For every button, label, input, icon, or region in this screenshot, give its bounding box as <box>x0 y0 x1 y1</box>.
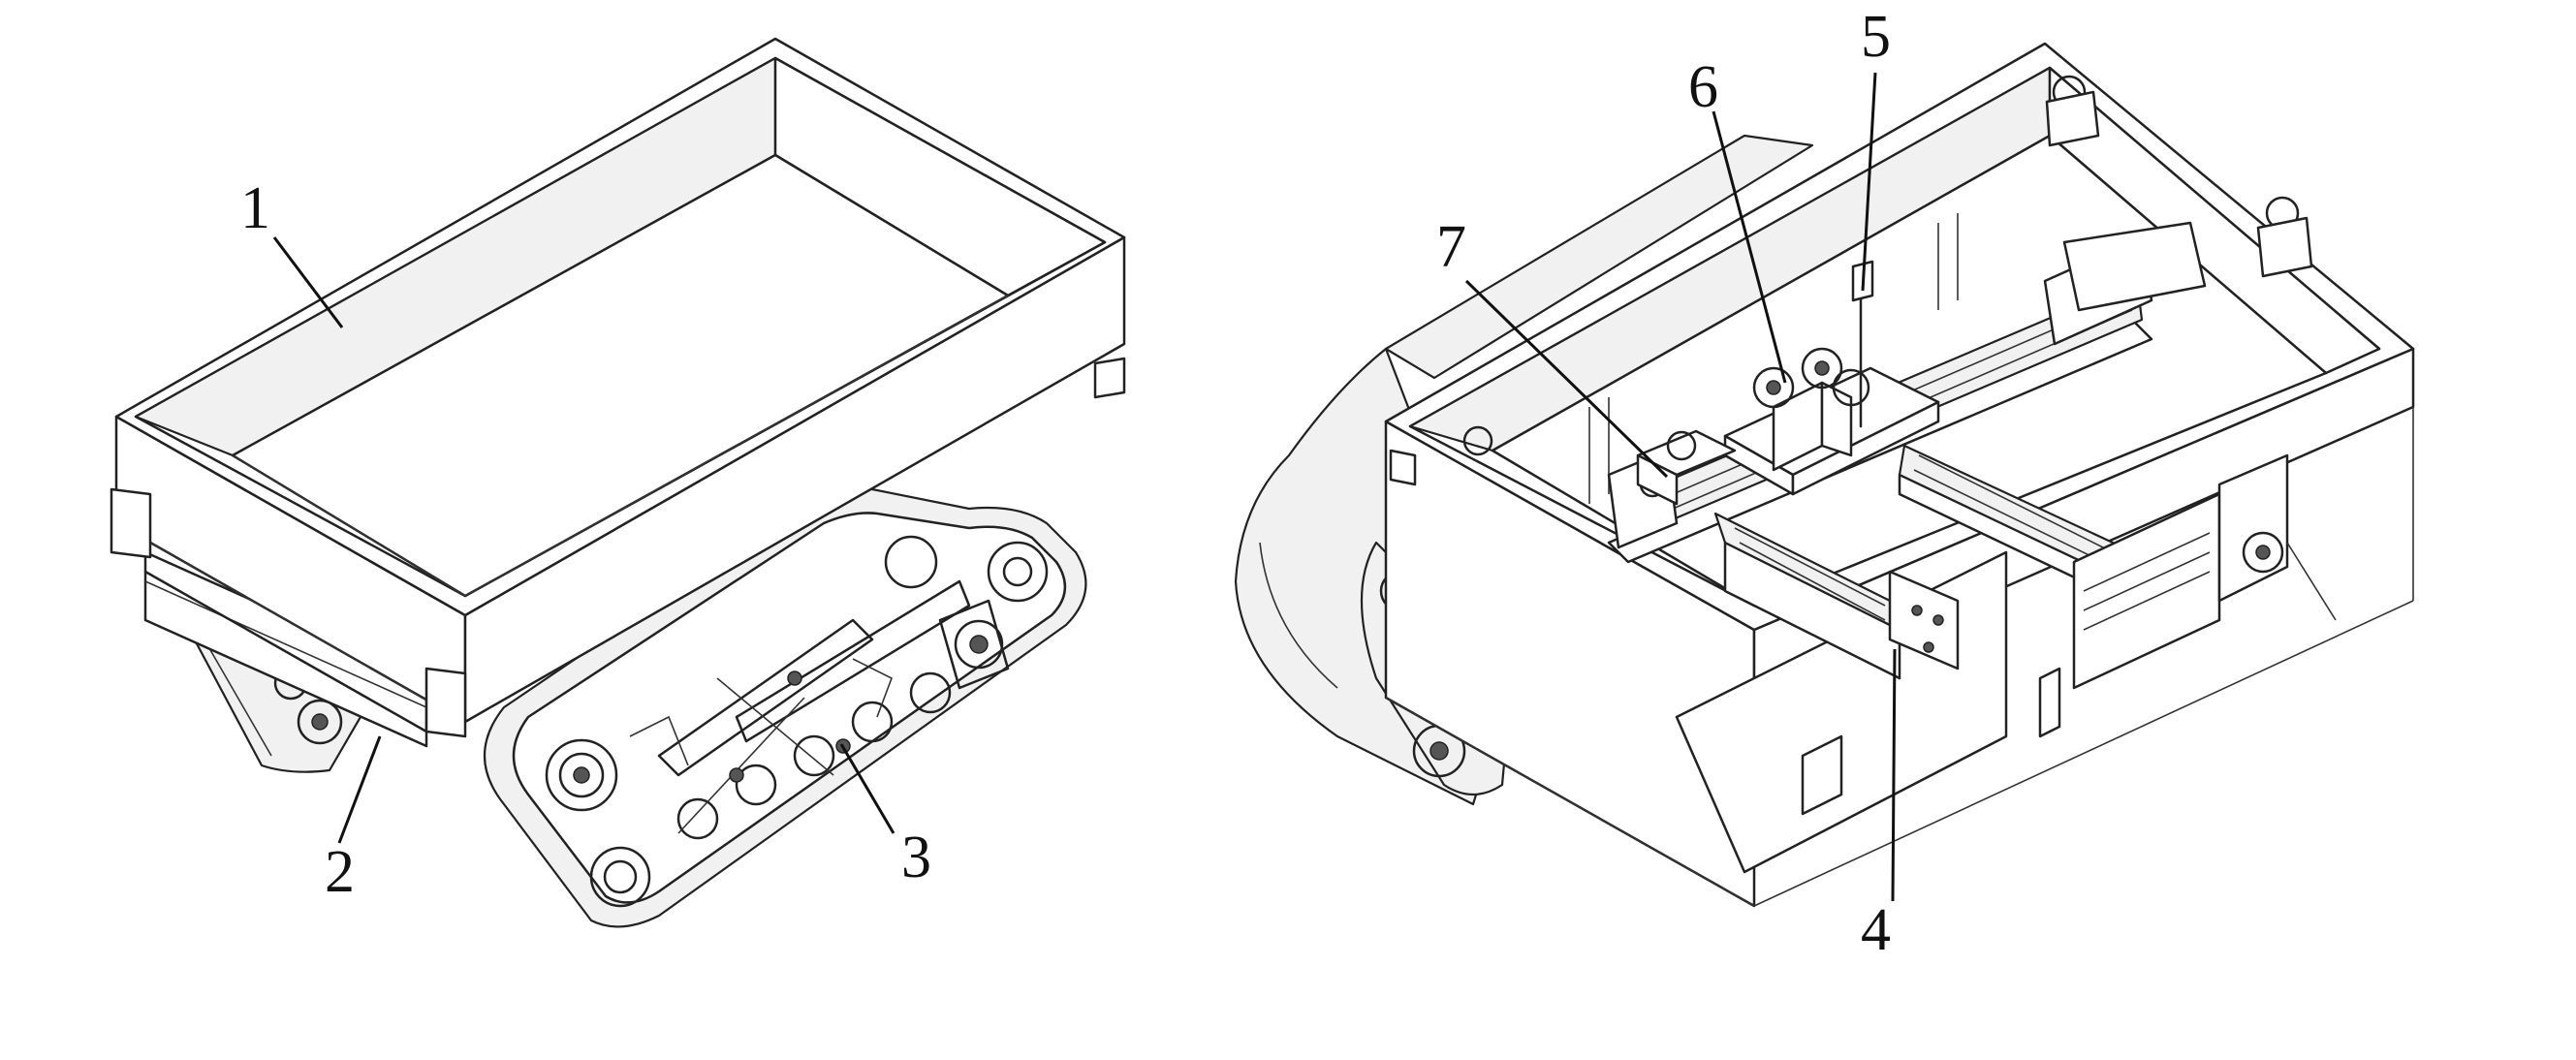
leader-5 <box>1861 72 1877 292</box>
callout-6: 6 <box>1688 54 1718 120</box>
sensor-unit <box>1636 429 1737 506</box>
gripper-assembly <box>1752 260 1874 472</box>
cargo-box <box>110 37 1126 738</box>
right-vehicle-drawing <box>1234 42 2415 908</box>
chassis-frame <box>143 357 1126 748</box>
leader-6 <box>1712 110 1787 384</box>
leader-4 <box>1891 648 1897 902</box>
leader-7 <box>1464 279 1669 479</box>
callout-4: 4 <box>1861 897 1891 963</box>
linear-stage-y <box>1713 512 1960 680</box>
leader-2 <box>337 735 382 844</box>
callout-3: 3 <box>901 825 931 890</box>
motor-units <box>2038 453 2337 738</box>
leader-1 <box>272 236 344 328</box>
front-track <box>484 486 1087 928</box>
callout-1: 1 <box>240 175 270 241</box>
leader-3 <box>839 743 895 834</box>
callout-7: 7 <box>1436 214 1466 280</box>
left-vehicle-drawing <box>110 37 1126 928</box>
callout-5: 5 <box>1861 4 1891 70</box>
callout-2: 2 <box>325 839 355 905</box>
